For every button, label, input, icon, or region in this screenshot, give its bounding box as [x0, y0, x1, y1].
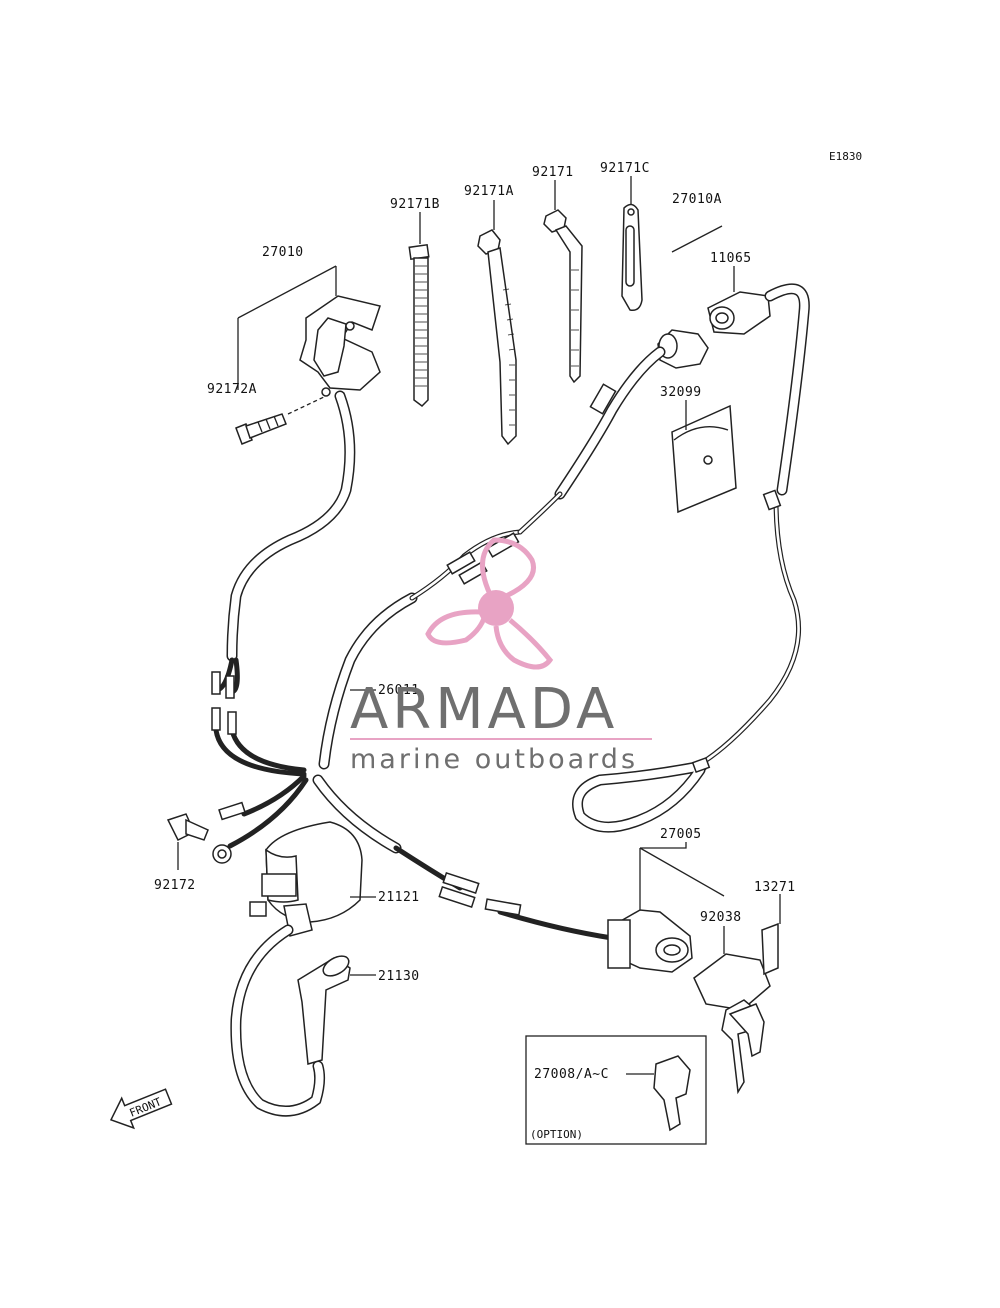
diagram-code: E1830 [829, 150, 862, 163]
option-box: 27008/A~C (OPTION) [525, 1035, 707, 1145]
armada-watermark: ARMADA marine outboards [350, 537, 652, 775]
label-27010a: 27010A [672, 192, 722, 207]
part-92171-cable-tie [543, 209, 583, 384]
label-27008: 27008/A~C [534, 1067, 609, 1082]
propeller-logo-icon [425, 537, 554, 670]
leader-27005-right [639, 847, 725, 897]
label-27005: 27005 [660, 827, 702, 842]
label-27010: 27010 [262, 245, 304, 260]
part-21121-ignition-coil [249, 821, 363, 937]
part-lanyard-loop [572, 756, 711, 833]
part-keys [721, 999, 765, 1095]
part-92171b-cable-tie [408, 243, 430, 407]
part-27010-switch-housing [299, 295, 381, 397]
label-92171: 92171 [532, 165, 574, 180]
part-stop-switch-body [657, 329, 709, 369]
watermark-subtitle: marine outboards [350, 744, 638, 775]
part-21130-plug-cap [230, 924, 351, 1117]
label-92171b: 92171B [390, 197, 440, 212]
part-92171a-cable-tie [477, 229, 517, 446]
front-direction-arrow: FRONT [109, 1088, 173, 1130]
part-11065-switch-boot [707, 291, 771, 335]
part-26011-connectors [211, 383, 782, 916]
label-92172a: 92172A [207, 382, 257, 397]
label-32099: 32099 [660, 385, 702, 400]
label-92171c: 92171C [600, 161, 650, 176]
part-32099-pad [671, 404, 737, 514]
leader-27005-top [640, 842, 687, 849]
part-27005-ignition-switch [607, 909, 693, 973]
label-21130: 21130 [378, 969, 420, 984]
label-26011: 26011 [378, 683, 420, 698]
part-92038-cap [693, 953, 771, 1011]
leader-92172a-dash [287, 395, 327, 415]
label-92171a: 92171A [464, 184, 514, 199]
label-11065: 11065 [710, 251, 752, 266]
label-21121: 21121 [378, 890, 420, 905]
label-92172: 92172 [154, 878, 196, 893]
watermark-title: ARMADA [350, 677, 618, 742]
leader-27010 [237, 265, 337, 319]
leader-27010a [671, 225, 723, 253]
option-label: (OPTION) [530, 1128, 583, 1141]
part-92172a-bolt [235, 413, 287, 445]
part-92171c-cable-tie [621, 203, 643, 312]
part-26011-wiring-harness [226, 283, 810, 854]
part-13271-plate [761, 922, 779, 976]
label-13271: 13271 [754, 880, 796, 895]
label-92038: 92038 [700, 910, 742, 925]
part-92172-bolt [166, 813, 209, 842]
